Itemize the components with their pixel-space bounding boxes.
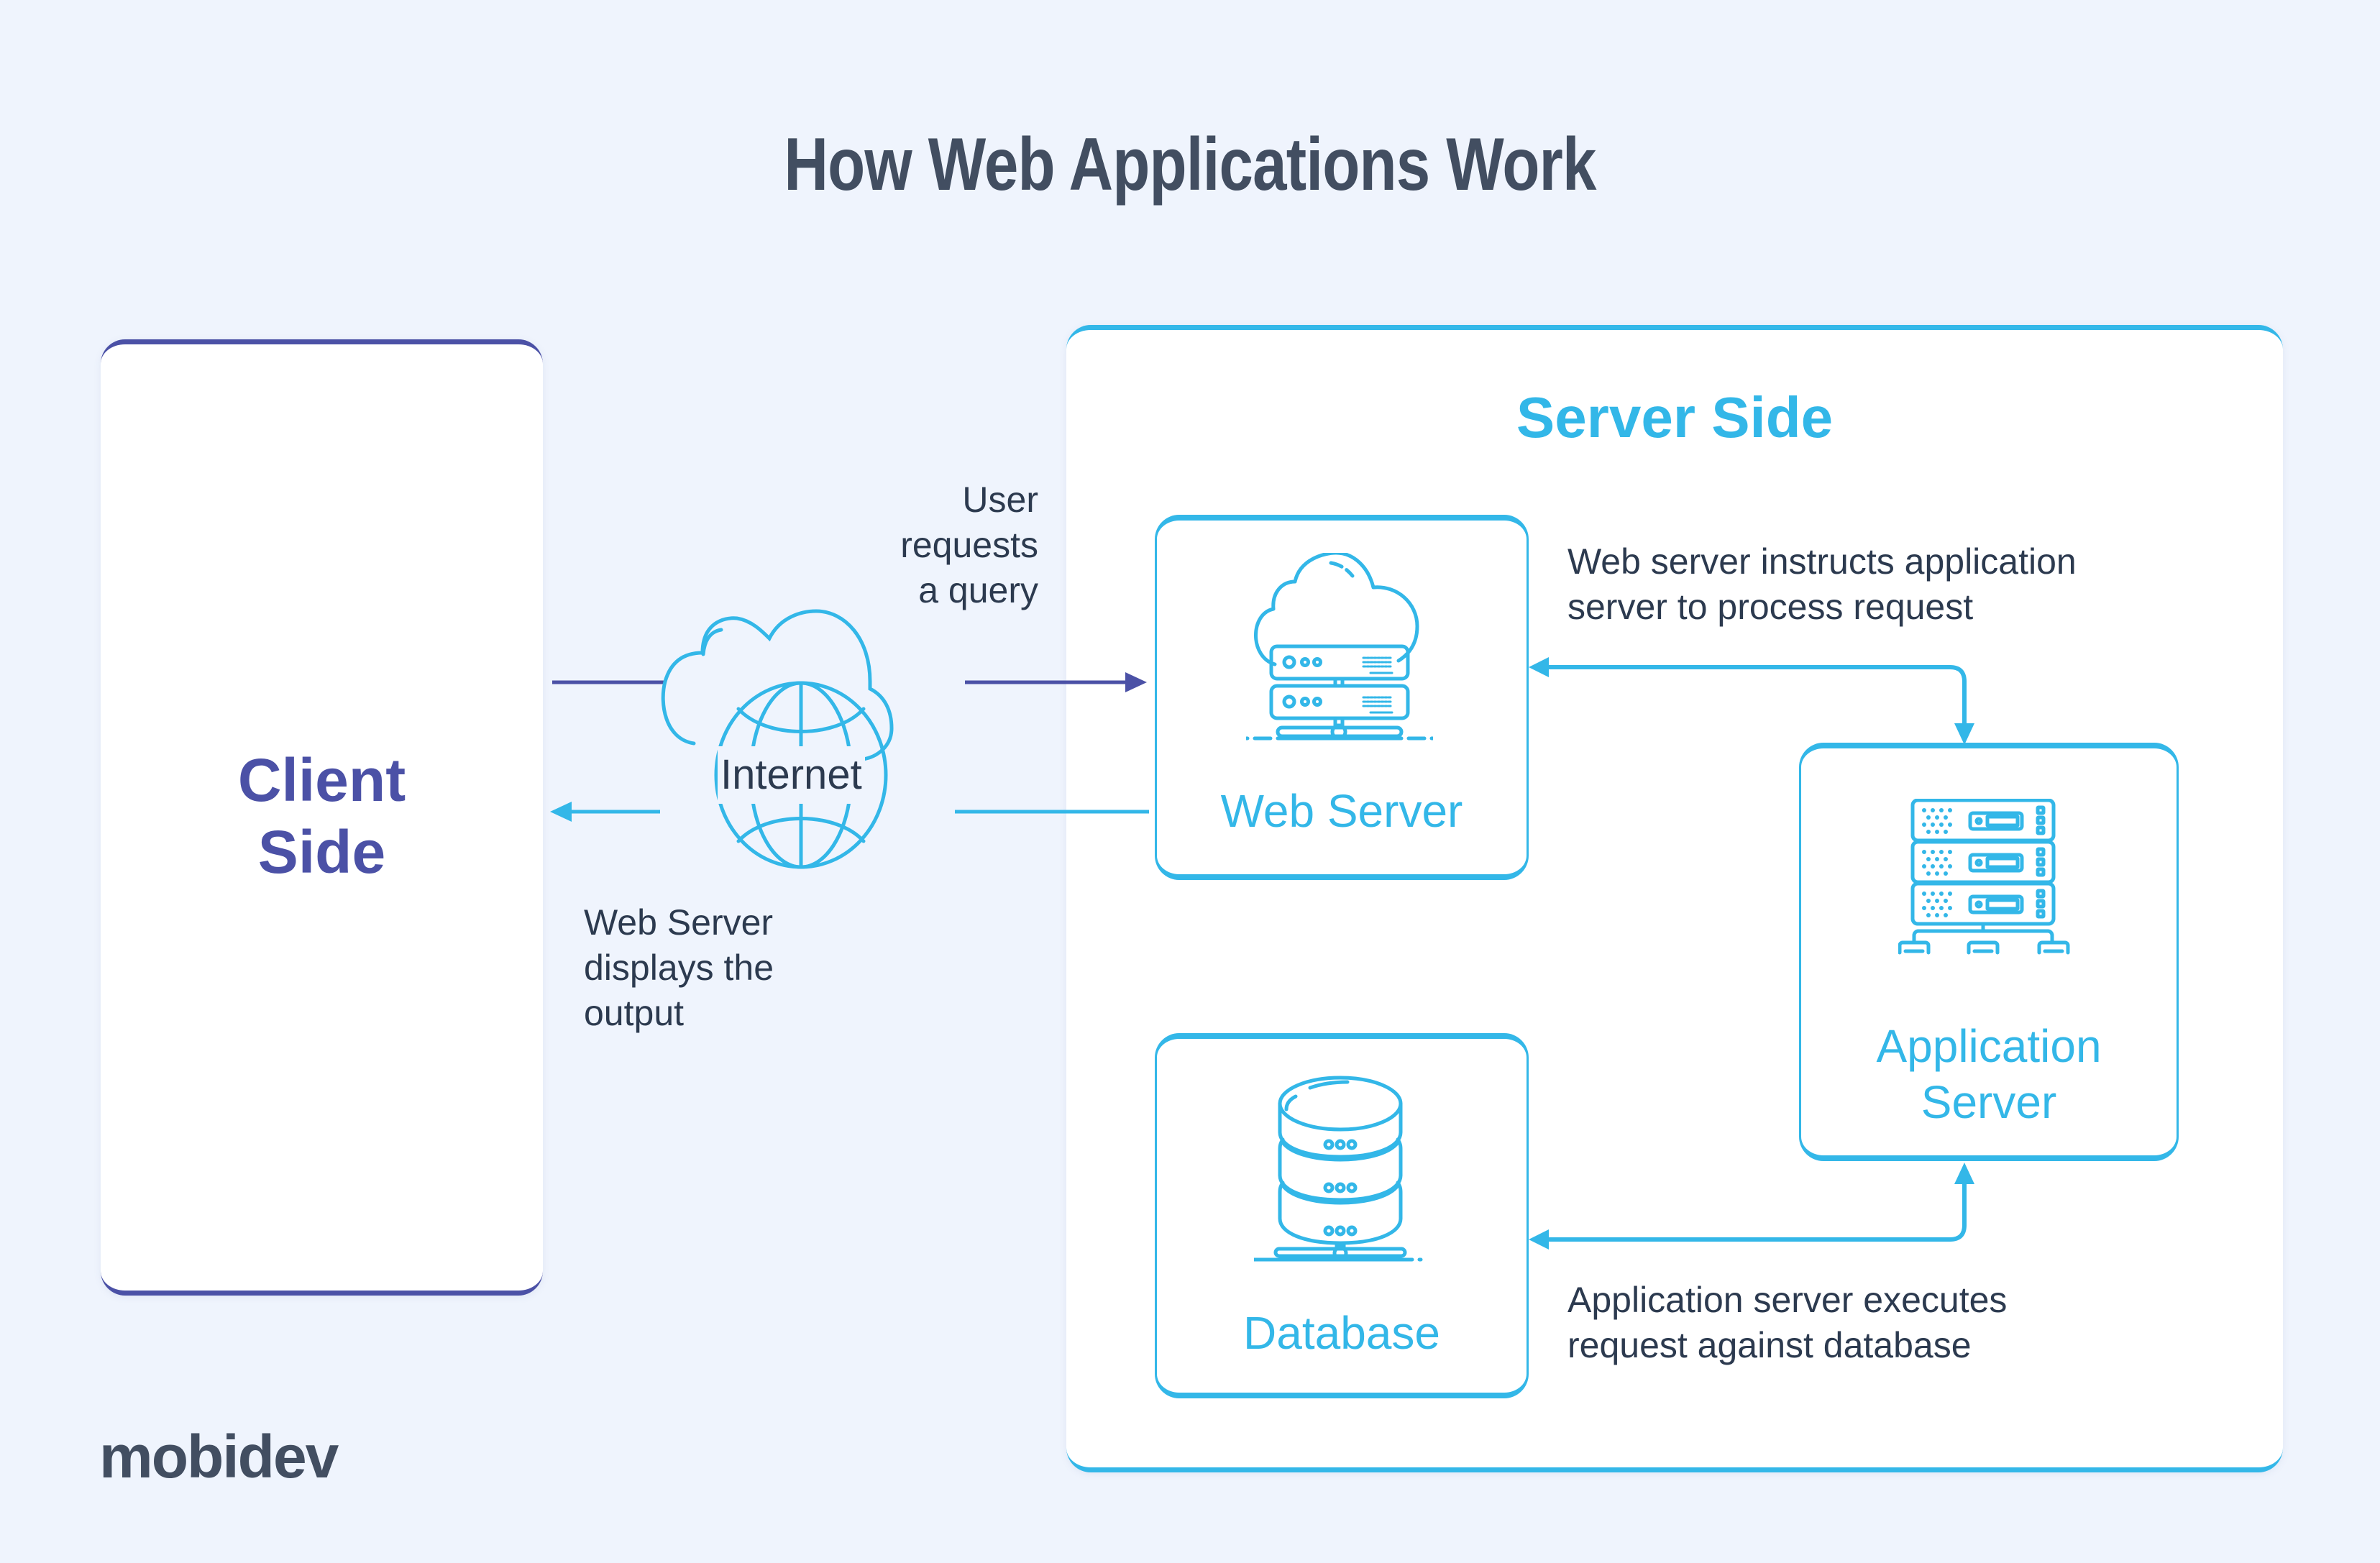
request-annotation-line2: requests (900, 525, 1038, 565)
client-side-label-line1: Client (237, 746, 406, 814)
database-label: Database (1243, 1307, 1440, 1359)
app-to-db-annotation-line1: Application server executes (1567, 1280, 2008, 1320)
server-side-title: Server Side (1516, 385, 1834, 449)
request-annotation-line1: User (962, 480, 1038, 520)
page-title: How Web Applications Work (784, 123, 1596, 206)
internet-label: Internet (718, 746, 865, 804)
response-annotation-line1: Web Server (584, 902, 774, 943)
request-annotation: User requests a query (791, 477, 1038, 613)
app-to-db-annotation-line2: request against database (1567, 1325, 1972, 1365)
web-server-label: Web Server (1220, 785, 1463, 837)
server-rack-icon (1898, 799, 2070, 955)
web-server-node: Web Server (1155, 515, 1529, 880)
response-annotation-line3: output (584, 993, 685, 1033)
cloud-globe-icon (661, 609, 894, 869)
database-node: Database (1155, 1033, 1529, 1398)
client-side-panel (101, 339, 543, 1296)
application-server-label-line1: Application (1876, 1020, 2102, 1072)
response-annotation-line2: displays the (584, 948, 774, 988)
mobidev-logo: mobidev (99, 1423, 339, 1490)
app-to-db-annotation: Application server executes request agai… (1567, 1278, 2007, 1368)
web-to-app-annotation-line1: Web server instructs application (1567, 541, 2077, 582)
application-server-label-line2: Server (1921, 1076, 2057, 1128)
application-server-label: Application Server (1801, 1018, 2177, 1130)
client-side-label: Client Side (101, 744, 543, 888)
web-to-app-annotation-line2: server to process request (1567, 587, 1974, 627)
application-server-node: Application Server (1799, 743, 2179, 1161)
database-icon (1254, 1076, 1423, 1262)
web-to-app-annotation: Web server instructs application server … (1567, 539, 2077, 630)
cloud-server-icon (1246, 553, 1433, 741)
response-annotation: Web Server displays the output (584, 900, 774, 1036)
client-side-label-line2: Side (257, 818, 386, 886)
request-annotation-line3: a query (918, 570, 1038, 610)
response-arrowhead (550, 802, 572, 822)
